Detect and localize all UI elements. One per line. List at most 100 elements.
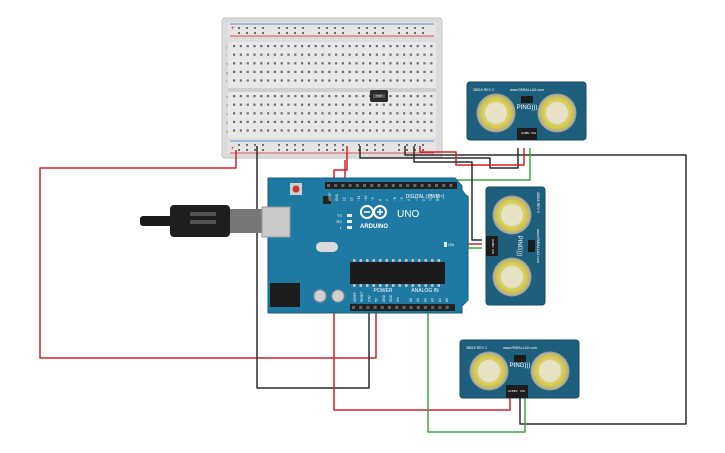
rail-hole[interactable]	[382, 149, 384, 151]
header-pin[interactable]	[449, 184, 453, 187]
breadboard-hole[interactable]	[382, 62, 385, 65]
breadboard-hole[interactable]	[239, 120, 242, 123]
rail-hole[interactable]	[294, 144, 296, 146]
breadboard-hole[interactable]	[267, 62, 270, 65]
breadboard-hole[interactable]	[423, 79, 426, 82]
breadboard-hole[interactable]	[280, 70, 283, 73]
rail-hole[interactable]	[406, 144, 408, 146]
breadboard-hole[interactable]	[307, 53, 310, 56]
breadboard-hole[interactable]	[239, 129, 242, 132]
breadboard-hole[interactable]	[335, 95, 338, 98]
breadboard-hole[interactable]	[348, 120, 351, 123]
breadboard-hole[interactable]	[389, 103, 392, 106]
breadboard-hole[interactable]	[348, 53, 351, 56]
rail-hole[interactable]	[334, 144, 336, 146]
breadboard-hole[interactable]	[273, 70, 276, 73]
rail-hole[interactable]	[398, 32, 400, 34]
breadboard-hole[interactable]	[389, 62, 392, 65]
breadboard-hole[interactable]	[423, 129, 426, 132]
header-pin[interactable]	[445, 306, 449, 309]
breadboard-hole[interactable]	[260, 62, 263, 65]
rail-hole[interactable]	[286, 32, 288, 34]
breadboard-hole[interactable]	[362, 53, 365, 56]
breadboard-hole[interactable]	[409, 70, 412, 73]
header-pin[interactable]	[377, 184, 381, 187]
breadboard-hole[interactable]	[430, 45, 433, 48]
breadboard-hole[interactable]	[287, 62, 290, 65]
breadboard-hole[interactable]	[416, 95, 419, 98]
breadboard-hole[interactable]	[403, 45, 406, 48]
ultrasonic-sensor-middle[interactable]: PING))) www.PARALLAX.com 28015 REV C GND…	[485, 186, 546, 306]
breadboard-hole[interactable]	[253, 120, 256, 123]
rail-hole[interactable]	[398, 144, 400, 146]
breadboard-hole[interactable]	[389, 53, 392, 56]
breadboard-hole[interactable]	[287, 95, 290, 98]
breadboard-hole[interactable]	[348, 112, 351, 115]
breadboard-hole[interactable]	[348, 70, 351, 73]
rail-hole[interactable]	[326, 32, 328, 34]
breadboard-hole[interactable]	[348, 129, 351, 132]
breadboard-hole[interactable]	[369, 79, 372, 82]
breadboard-hole[interactable]	[233, 45, 236, 48]
breadboard-hole[interactable]	[430, 70, 433, 73]
header-pin[interactable]	[406, 184, 410, 187]
breadboard-hole[interactable]	[246, 112, 249, 115]
rail-hole[interactable]	[358, 144, 360, 146]
breadboard-hole[interactable]	[341, 129, 344, 132]
breadboard-hole[interactable]	[321, 112, 324, 115]
breadboard-hole[interactable]	[430, 120, 433, 123]
breadboard-hole[interactable]	[403, 120, 406, 123]
breadboard-hole[interactable]	[287, 79, 290, 82]
rail-hole[interactable]	[302, 27, 304, 29]
rail-hole[interactable]	[286, 144, 288, 146]
breadboard-hole[interactable]	[314, 79, 317, 82]
header-pin[interactable]	[391, 184, 395, 187]
rail-hole[interactable]	[238, 32, 240, 34]
breadboard-hole[interactable]	[396, 70, 399, 73]
header-pin[interactable]	[384, 184, 388, 187]
rail-hole[interactable]	[254, 32, 256, 34]
breadboard-hole[interactable]	[273, 129, 276, 132]
breadboard-hole[interactable]	[253, 62, 256, 65]
breadboard-hole[interactable]	[239, 103, 242, 106]
breadboard-hole[interactable]	[328, 112, 331, 115]
breadboard-hole[interactable]	[430, 62, 433, 65]
breadboard-hole[interactable]	[362, 120, 365, 123]
rail-hole[interactable]	[374, 149, 376, 151]
rail-hole[interactable]	[278, 32, 280, 34]
header-pin[interactable]	[416, 306, 420, 309]
breadboard-hole[interactable]	[273, 112, 276, 115]
breadboard-hole[interactable]	[430, 112, 433, 115]
breadboard-hole[interactable]	[321, 53, 324, 56]
breadboard-hole[interactable]	[273, 62, 276, 65]
breadboard-hole[interactable]	[260, 79, 263, 82]
breadboard-hole[interactable]	[280, 45, 283, 48]
breadboard-hole[interactable]	[253, 53, 256, 56]
wire-black-gnd-loop[interactable]	[256, 146, 370, 389]
breadboard-hole[interactable]	[287, 53, 290, 56]
breadboard-hole[interactable]	[389, 95, 392, 98]
breadboard-hole[interactable]	[409, 103, 412, 106]
rail-hole[interactable]	[262, 32, 264, 34]
breadboard-hole[interactable]	[307, 70, 310, 73]
breadboard-hole[interactable]	[362, 62, 365, 65]
rail-hole[interactable]	[246, 32, 248, 34]
breadboard-hole[interactable]	[328, 45, 331, 48]
breadboard-hole[interactable]	[382, 112, 385, 115]
breadboard-hole[interactable]	[375, 53, 378, 56]
breadboard-hole[interactable]	[396, 129, 399, 132]
breadboard-hole[interactable]	[267, 45, 270, 48]
breadboard-hole[interactable]	[375, 103, 378, 106]
header-pin[interactable]	[359, 306, 363, 309]
breadboard-hole[interactable]	[246, 70, 249, 73]
breadboard-hole[interactable]	[253, 112, 256, 115]
breadboard-hole[interactable]	[341, 70, 344, 73]
breadboard-hole[interactable]	[389, 79, 392, 82]
breadboard-hole[interactable]	[416, 129, 419, 132]
breadboard-hole[interactable]	[280, 129, 283, 132]
rail-hole[interactable]	[366, 144, 368, 146]
breadboard-hole[interactable]	[382, 120, 385, 123]
rail-hole[interactable]	[358, 149, 360, 151]
breadboard-hole[interactable]	[396, 62, 399, 65]
rail-hole[interactable]	[294, 32, 296, 34]
